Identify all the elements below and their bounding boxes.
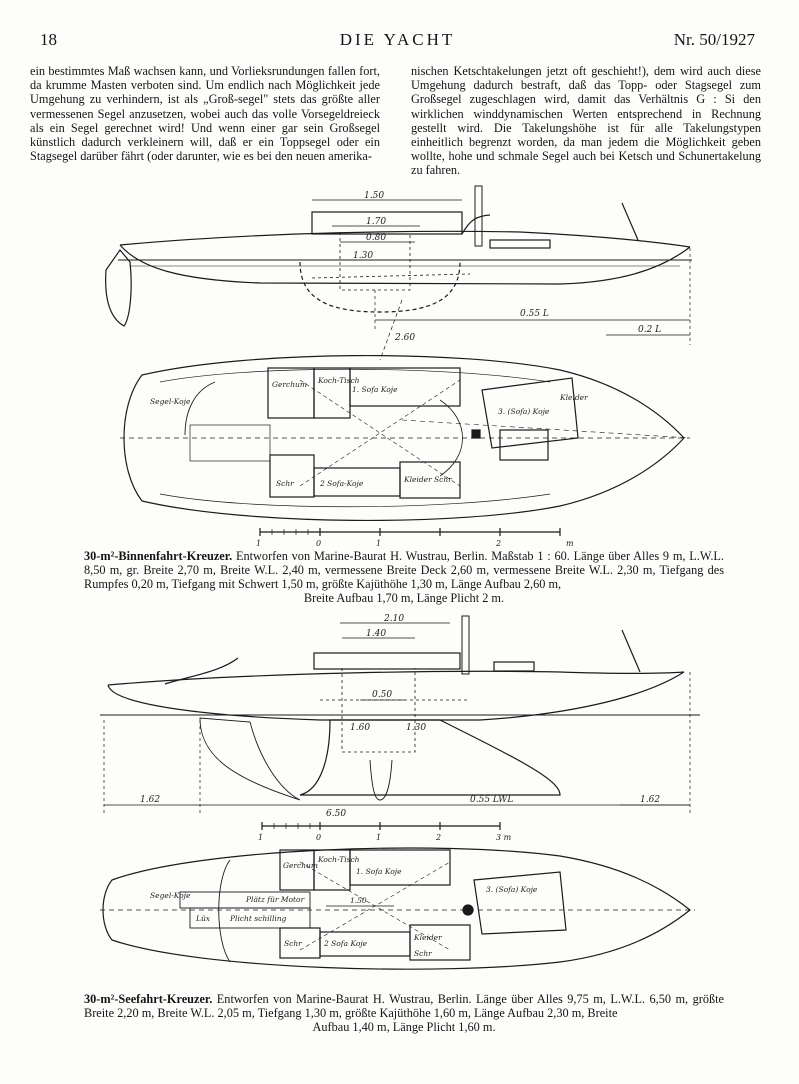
fig2-dim-8: 0.55 LWL xyxy=(470,795,513,805)
page-number: 18 xyxy=(40,30,57,49)
fig1-label-kleider: Kleider Schr xyxy=(403,475,452,484)
fig2-label-segelkoje: Segel-Koje xyxy=(150,891,191,900)
page-header: 18 DIE YACHT Nr. 50/1927 xyxy=(40,30,755,54)
fig2-label-lux: Lüx xyxy=(195,914,211,923)
fig1-scale-label-5: m xyxy=(566,539,574,548)
figure1-caption-title: 30-m²-Binnenfahrt-Kreuzer. xyxy=(84,549,233,563)
fig1-side-elevation xyxy=(105,185,692,361)
fig2-scale-bar xyxy=(261,822,501,830)
fig1-label-sofa3: 3. (Sofa) Koje xyxy=(498,407,550,416)
fig2-dim-9: 1.62 xyxy=(640,795,660,805)
fig1-deck-plan xyxy=(120,354,691,522)
fig2-label-sofa1: 1. Sofa Koje xyxy=(356,867,402,876)
fig1-scale-bar xyxy=(259,528,561,536)
fig2-label-width: 1.50 xyxy=(350,896,367,905)
fig1-label-segelkoje: Segel-Koje xyxy=(150,397,191,406)
fig1-dim-7: 2.60 xyxy=(394,333,415,343)
fig2-label-schr2: Schr xyxy=(414,949,432,958)
fig1-label-sofa1: 1. Sofa Koje xyxy=(352,385,398,394)
fig2-dim-5: 1.30 xyxy=(406,723,426,733)
article-text: ein bestimmtes Maß wachsen kann, und Vor… xyxy=(30,64,770,186)
fig2-dim-1: 2.10 xyxy=(383,614,404,624)
fig2-dim-2: 1.40 xyxy=(366,629,386,639)
fig2-label-motor: Plätz für Motor xyxy=(245,895,305,904)
fig2-deck-plan xyxy=(100,847,695,970)
fig2-label-kochtisch: Koch-Tisch xyxy=(317,855,360,864)
figure2-caption-title: 30-m²-Seefahrt-Kreuzer. xyxy=(84,992,213,1006)
figure1-caption: 30-m²-Binnenfahrt-Kreuzer. Entworfen von… xyxy=(84,549,724,605)
fig2-label-sofa2: 2 Sofa Koje xyxy=(323,939,368,948)
fig1-label-kleider2: Kleider xyxy=(559,393,588,402)
fig1-dim-5: 0.55 L xyxy=(520,309,549,319)
figure2-caption-end: Aufbau 1,40 m, Länge Plicht 1,60 m. xyxy=(312,1020,496,1034)
fig2-scale-label-5: 3 m xyxy=(496,833,512,842)
figure2-caption: 30-m²-Seefahrt-Kreuzer. Entworfen von Ma… xyxy=(84,992,724,1034)
fig1-label-schr: Schr xyxy=(276,479,294,488)
fig1-scale-label-1: 1 xyxy=(256,539,261,548)
fig2-label-sofa3: 3. (Sofa) Koje xyxy=(486,885,538,894)
left-column: ein bestimmtes Maß wachsen kann, und Vor… xyxy=(30,64,380,164)
fig1-label-sofa2: 2 Sofa-Koje xyxy=(319,479,364,488)
fig2-label-schr: Schr xyxy=(284,939,302,948)
fig1-dim-3: 1.70 xyxy=(366,217,386,227)
fig1-label-gerchum: Gerchum xyxy=(272,380,307,389)
fig2-dim-6: 1.62 xyxy=(140,795,160,805)
fig2-dim-7: 6.50 xyxy=(326,809,346,819)
fig2-dim-4: 1.60 xyxy=(350,723,370,733)
fig1-scale-label-2: 0 xyxy=(316,539,321,548)
fig1-label-kochtisch: Koch-Tisch xyxy=(317,376,360,385)
fig1-dim-1: 1.50 xyxy=(364,191,384,201)
fig2-side-elevation xyxy=(100,615,700,815)
fig2-scale-label-4: 2 xyxy=(435,833,441,842)
fig2-scale-label-1: 1 xyxy=(258,833,263,842)
right-column: nischen Ketschtakelungen jetzt oft gesch… xyxy=(411,64,761,178)
fig2-label-gerchum: Gerchum xyxy=(283,861,318,870)
issue-number: Nr. 50/1927 xyxy=(673,30,755,49)
fig1-scale-label-4: 2 xyxy=(495,539,501,548)
fig2-scale-label-3: 1 xyxy=(376,833,381,842)
figure1-caption-body: Entworfen von Marine-Baurat H. Wustrau, … xyxy=(84,549,724,591)
fig1-dim-4: 1.30 xyxy=(353,251,373,261)
fig1-dim-6: 0.2 L xyxy=(638,325,661,335)
figure2-caption-body: Entworfen von Marine-Baurat H. Wustrau, … xyxy=(84,992,725,1020)
fig2-label-plicht: Plicht schilling xyxy=(229,914,287,923)
fig1-dim-2: 0.80 xyxy=(366,233,386,243)
magazine-title: DIE YACHT xyxy=(339,30,456,49)
fig2-label-kleider: Kleider xyxy=(413,933,442,942)
figure1-caption-end: Breite Aufbau 1,70 m, Länge Plicht 2 m. xyxy=(303,591,505,605)
fig2-scale-label-2: 0 xyxy=(316,833,321,842)
fig2-dim-3: 0.50 xyxy=(372,690,392,700)
fig1-scale-label-3: 1 xyxy=(376,539,381,548)
